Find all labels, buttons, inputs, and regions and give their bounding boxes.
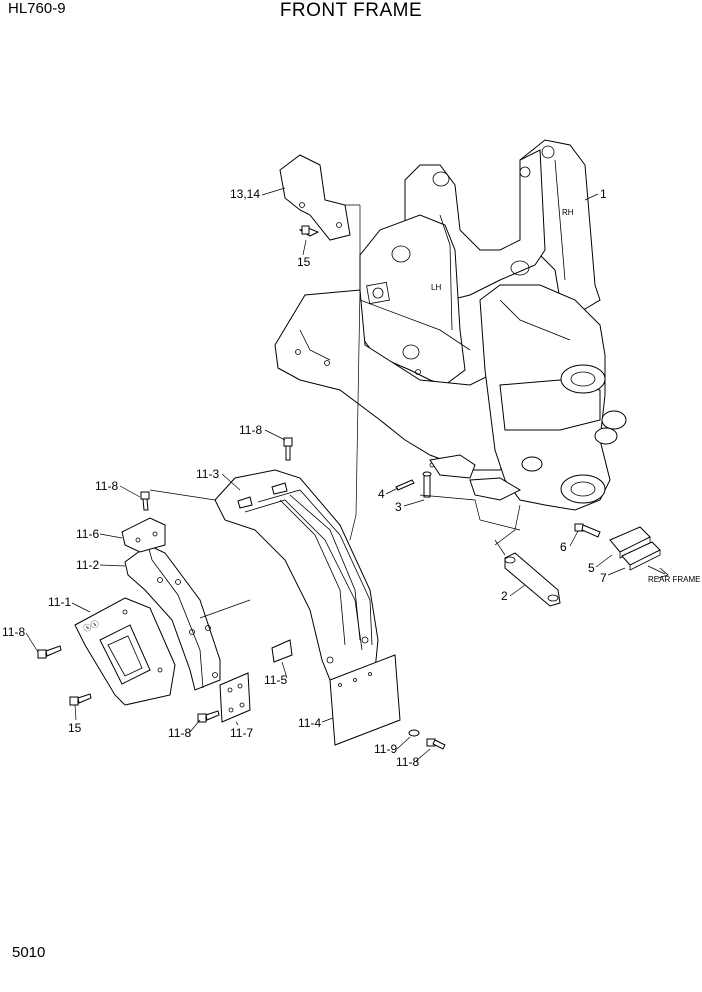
callout-11-8-left: 11-8 [2,625,25,639]
rear-frame-arrow: REAR FRAME [647,565,700,584]
callout-2: 2 [501,589,508,603]
callout-11-7: 11-7 [230,726,253,740]
front-frame-assembly: RH LH [274,139,627,511]
bolt-15-upper [298,225,320,237]
pin-3 [422,471,432,498]
bracket-11-6 [121,517,166,553]
plate-11-5 [271,639,293,663]
callout-3: 3 [395,500,402,514]
rear-frame-note: REAR FRAME [648,575,700,584]
rh-marking: RH [562,208,574,217]
callout-5: 5 [588,561,595,575]
bolt-11-8-left [37,645,62,659]
shim-7 [621,541,661,571]
callout-11-1: 11-1 [48,595,71,609]
bolt-11-8-top [283,437,293,461]
callout-15-lower: 15 [68,721,82,735]
bolt-6 [574,523,601,538]
callout-11-8-flap: 11-8 [396,755,419,769]
cover-11-1: ⓢⓢ [74,597,176,706]
callout-6: 6 [560,540,567,554]
callout-11-8-bottom: 11-8 [168,726,191,740]
callout-leaders [25,187,626,762]
washer-11-9 [408,729,420,737]
callout-13-14: 13,14 [230,187,260,201]
callout-11-3: 11-3 [196,467,219,481]
callout-7: 7 [600,571,607,585]
callout-11-2: 11-2 [76,558,99,572]
mudflap-11-4 [329,654,401,746]
callout-11-8-top: 11-8 [239,423,262,437]
lh-marking: LH [431,283,441,292]
model-number: HL760-9 [8,0,66,17]
bracket-13-14 [279,154,351,241]
fender-11-3 [214,469,379,681]
callout-11-9: 11-9 [374,742,397,756]
page-number: 5010 [12,944,46,961]
bolt-11-8-left-top [140,491,150,511]
callout-15-upper: 15 [297,255,311,269]
callout-1: 1 [600,187,607,201]
callout-11-5: 11-5 [264,673,287,687]
bolt-15-lower [69,693,92,706]
bolt-11-8-bottom [197,710,220,723]
callout-11-4: 11-4 [298,716,321,730]
callout-4: 4 [378,487,385,501]
bracket-11-7 [219,672,251,723]
page-title: FRONT FRAME [279,0,423,21]
callout-11-6: 11-6 [76,527,99,541]
link-shaft-2 [504,552,561,607]
bracket-11-2 [124,544,221,691]
callout-11-8-left-top: 11-8 [95,479,118,493]
bolt-11-8-flap [426,738,446,750]
alignment-lines [149,204,521,619]
spring-pin-4 [395,479,415,491]
